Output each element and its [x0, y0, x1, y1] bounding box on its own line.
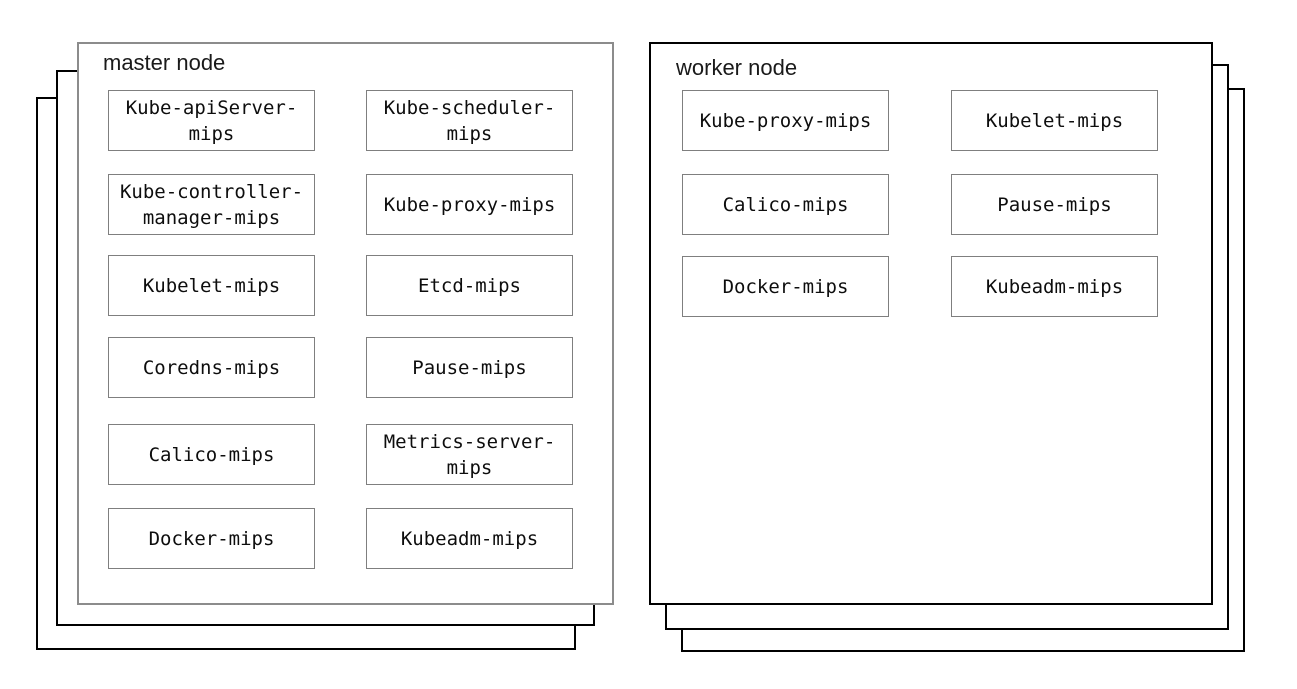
component-kube-proxy-mips-master: Kube-proxy-mips [366, 174, 573, 235]
component-calico-mips-worker: Calico-mips [682, 174, 889, 235]
component-kube-scheduler-mips: Kube-scheduler- mips [366, 90, 573, 151]
worker-node-title: worker node [676, 55, 798, 80]
component-kube-apiserver-mips: Kube-apiServer- mips [108, 90, 315, 151]
component-kubeadm-mips-master: Kubeadm-mips [366, 508, 573, 569]
component-pause-mips-master: Pause-mips [366, 337, 573, 398]
component-kube-controller-manager-mips: Kube-controller- manager-mips [108, 174, 315, 235]
component-docker-mips-master: Docker-mips [108, 508, 315, 569]
component-etcd-mips: Etcd-mips [366, 255, 573, 316]
component-calico-mips-master: Calico-mips [108, 424, 315, 485]
component-metrics-server-mips: Metrics-server- mips [366, 424, 573, 485]
component-kubelet-mips-worker: Kubelet-mips [951, 90, 1158, 151]
component-pause-mips-worker: Pause-mips [951, 174, 1158, 235]
component-kube-proxy-mips-worker: Kube-proxy-mips [682, 90, 889, 151]
component-coredns-mips: Coredns-mips [108, 337, 315, 398]
master-node-title: master node [103, 50, 226, 75]
component-kubelet-mips-master: Kubelet-mips [108, 255, 315, 316]
component-kubeadm-mips-worker: Kubeadm-mips [951, 256, 1158, 317]
component-docker-mips-worker: Docker-mips [682, 256, 889, 317]
